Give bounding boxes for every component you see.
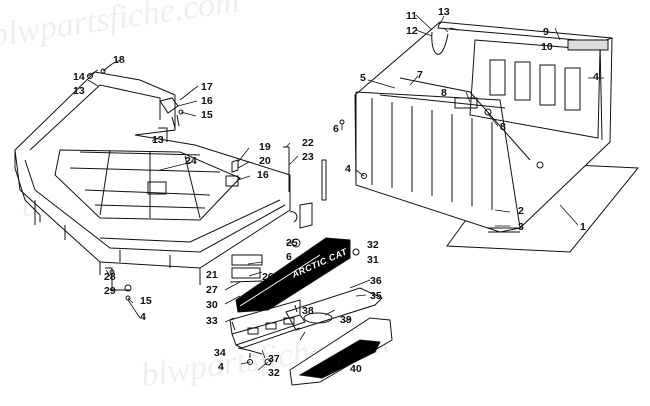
callout-16: 16	[201, 95, 213, 107]
callout-37: 37	[268, 353, 280, 365]
callout-5: 5	[360, 72, 366, 84]
callout-40: 40	[350, 363, 362, 375]
callout-6: 6	[286, 251, 292, 263]
callout-4: 4	[593, 71, 599, 83]
callout-8: 8	[500, 121, 506, 133]
callout-6: 6	[333, 123, 339, 135]
callout-9: 9	[543, 26, 549, 38]
callout-30: 30	[206, 299, 218, 311]
leader-lines	[87, 14, 604, 371]
callout-15: 15	[201, 109, 213, 121]
callout-20: 20	[259, 155, 271, 167]
cargo-box	[14, 71, 291, 285]
callout-10: 10	[541, 41, 553, 53]
callout-11: 11	[406, 10, 418, 22]
callout-4: 4	[345, 163, 351, 175]
callout-24: 24	[185, 155, 197, 167]
callout-13: 13	[152, 134, 164, 146]
callout-7: 7	[417, 69, 423, 81]
callout-31: 31	[367, 254, 379, 266]
callout-26: 26	[262, 271, 274, 283]
callout-13: 13	[73, 85, 85, 97]
callout-36: 36	[370, 275, 382, 287]
callout-25: 25	[286, 237, 298, 249]
callout-18: 18	[113, 54, 125, 66]
callout-29: 29	[104, 285, 116, 297]
callout-14: 14	[73, 71, 85, 83]
callout-32: 32	[268, 367, 280, 379]
side-rail-parts	[225, 146, 327, 248]
callout-4: 4	[140, 311, 146, 323]
callout-33: 33	[206, 315, 218, 327]
callout-13: 13	[438, 6, 450, 18]
callout-23: 23	[302, 151, 314, 163]
callout-39: 39	[340, 314, 352, 326]
callout-8: 8	[441, 87, 447, 99]
callout-28: 28	[104, 271, 116, 283]
callout-32: 32	[367, 239, 379, 251]
callout-2: 2	[518, 205, 524, 217]
callout-19: 19	[259, 141, 271, 153]
callout-15: 15	[140, 295, 152, 307]
callout-35: 35	[370, 290, 382, 302]
callout-16: 16	[257, 169, 269, 181]
callout-3: 3	[518, 221, 524, 233]
callout-4: 4	[218, 361, 224, 373]
callout-1: 1	[580, 221, 586, 233]
callout-21: 21	[206, 269, 218, 281]
callout-34: 34	[214, 347, 226, 359]
tailgate-assembly	[339, 21, 640, 253]
callout-12: 12	[406, 25, 418, 37]
callout-27: 27	[206, 284, 218, 296]
callout-38: 38	[302, 305, 314, 317]
callout-17: 17	[201, 81, 213, 93]
skid-plates	[229, 287, 393, 386]
callout-22: 22	[302, 137, 314, 149]
